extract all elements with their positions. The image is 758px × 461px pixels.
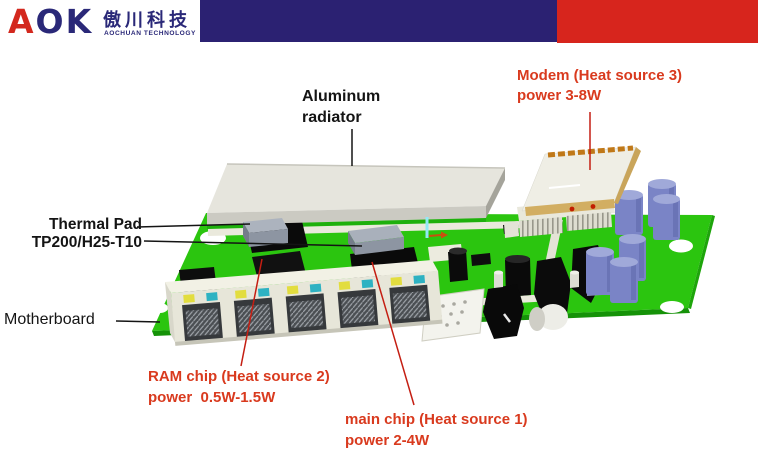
thermal-pad-2: [348, 225, 404, 255]
rj45-port: [233, 287, 275, 337]
leader-lines: [115, 112, 591, 406]
port-led-cyan: [206, 292, 218, 302]
header-bar-blue: [200, 0, 557, 42]
black-cylinder-a: [448, 250, 468, 282]
port-led-cyan: [257, 287, 270, 297]
black-inductor-1: [483, 284, 524, 339]
logo-letter-a: A: [8, 2, 36, 41]
aluminum-radiator: [207, 163, 506, 225]
leader-motherboard: [115, 320, 161, 323]
modem-module: [504, 145, 641, 238]
port-led-cyan: [413, 274, 426, 284]
label-thermal-pad: Thermal Pad TP200/H25-T10: [31, 216, 142, 251]
edge-notch-right: [660, 301, 684, 313]
leader-tp200: [143, 240, 363, 247]
label-aluminum-radiator: Aluminum radiator: [302, 88, 381, 126]
port-led-cyan: [309, 283, 322, 293]
rj45-port: [337, 279, 379, 329]
logo-english-name: AOCHUAN TECHNOLOGY: [104, 30, 196, 37]
port-led-yellow: [338, 281, 351, 291]
port-led-yellow: [183, 294, 195, 303]
thermal-pad-1: [243, 218, 288, 247]
capacitor: [653, 194, 680, 240]
capacitor: [610, 257, 638, 303]
leader-main-chip: [371, 261, 415, 406]
logo-chinese-name: 傲川科技: [103, 10, 191, 31]
port-led-yellow: [235, 289, 247, 299]
white-capacitor: [538, 304, 568, 330]
header-bar-red: [557, 0, 758, 43]
axis-marker: [425, 217, 448, 239]
label-main-chip-heat-source-1: main chip (Heat source 1) power 2-4W: [345, 411, 528, 449]
standoff-1: [494, 272, 503, 288]
port-led-yellow: [286, 285, 299, 295]
rj45-port: [182, 292, 223, 342]
black-chip-small: [471, 253, 491, 266]
label-modem-heat-source-3: Modem (Heat source 3) power 3-8W: [517, 67, 683, 104]
label-motherboard: Motherboard: [4, 311, 95, 328]
edge-notch-left: [152, 303, 168, 313]
mounting-hole-right: [669, 239, 693, 253]
port-led-cyan: [361, 279, 374, 289]
leader-thermal-pad: [136, 223, 251, 228]
rj45-port: [285, 283, 327, 333]
rj45-port-block: [165, 260, 443, 346]
leader-ram: [240, 258, 263, 367]
port-led-yellow: [390, 276, 403, 286]
capacitor: [586, 247, 614, 295]
label-ram-chip-heat-source-2: RAM chip (Heat source 2) power 0.5W-1.5W: [148, 368, 330, 406]
logo-letters-ok: OK: [35, 2, 94, 41]
standoff-2: [570, 272, 579, 288]
rj45-port: [389, 274, 431, 324]
company-logo: AOK: [8, 2, 93, 42]
